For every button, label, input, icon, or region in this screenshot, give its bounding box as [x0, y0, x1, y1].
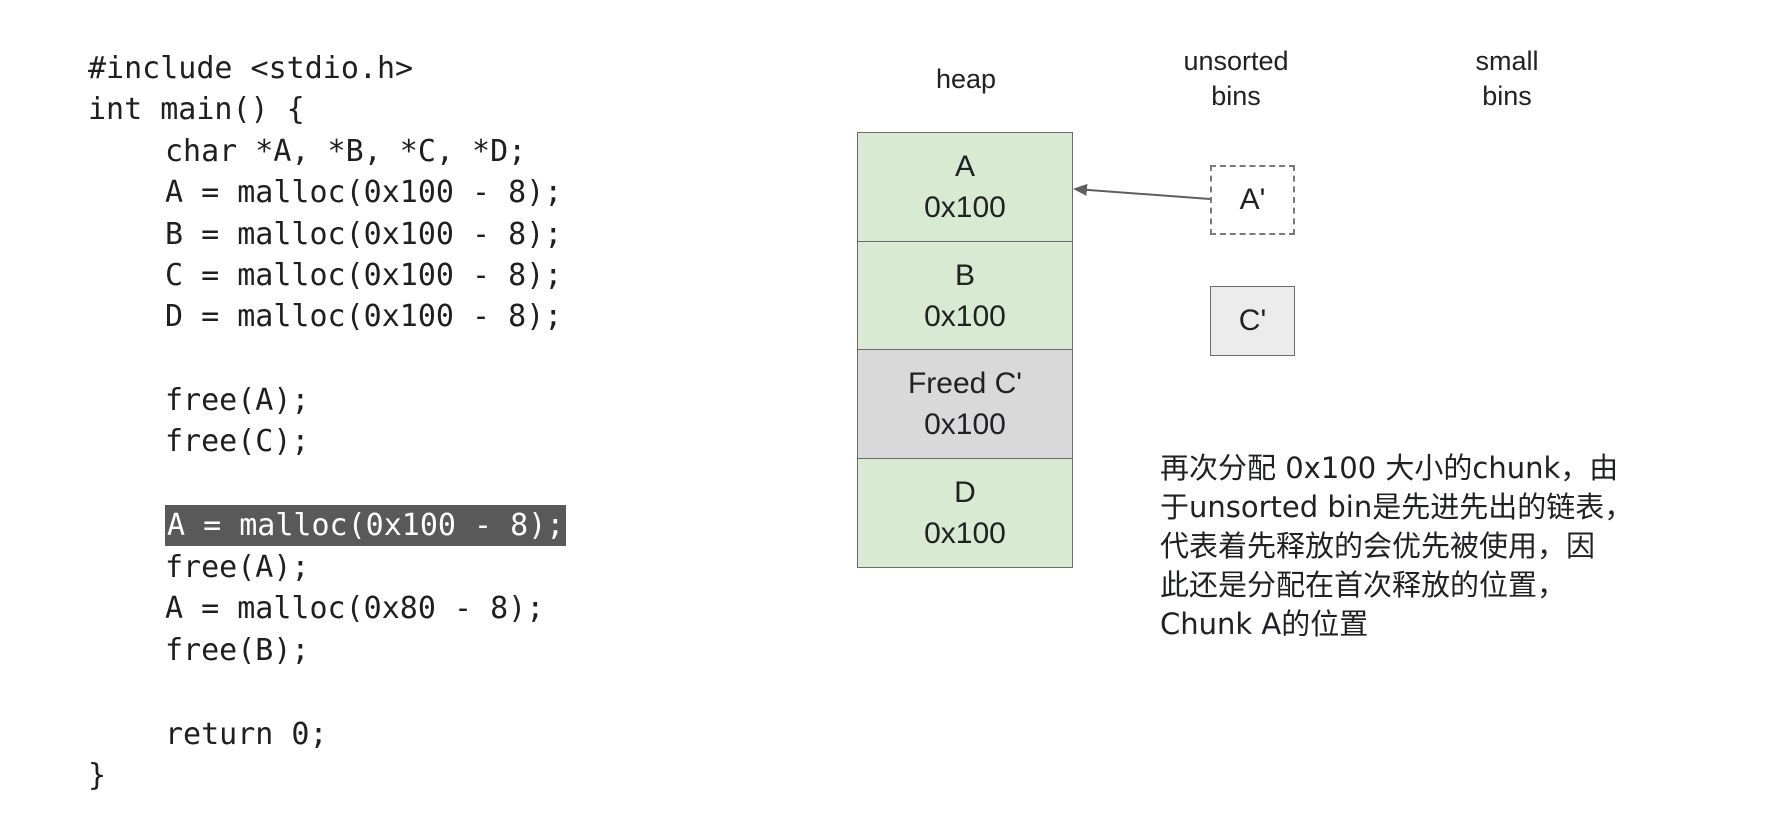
- code-line: return 0;: [165, 717, 328, 752]
- heap-header: heap: [906, 62, 1026, 97]
- chunk-name: D: [954, 475, 976, 509]
- code-line: A = malloc(0x80 - 8);: [165, 591, 545, 626]
- heap-stack: A 0x100 B 0x100 Freed C' 0x100 D 0x100: [857, 132, 1073, 568]
- code-line: free(C);: [165, 424, 310, 459]
- code-line: A = malloc(0x100 - 8);: [165, 175, 563, 210]
- note-line: 再次分配 0x100 大小的chunk，由: [1160, 451, 1619, 485]
- chunk-name: Freed C': [907, 367, 1023, 400]
- note-line: Chunk A的位置: [1160, 607, 1369, 641]
- unsorted-header-line-1: unsorted: [1183, 46, 1289, 76]
- heap-chunk-freed-c: Freed C' 0x100: [857, 349, 1073, 459]
- unsorted-bins-header: unsorted bins: [1156, 44, 1316, 114]
- code-line: D = malloc(0x100 - 8);: [165, 299, 563, 334]
- small-bins-header: small bins: [1442, 44, 1572, 114]
- code-line: free(A);: [165, 550, 310, 585]
- unsorted-header-line-2: bins: [1211, 81, 1261, 111]
- chunk-size: 0x100: [924, 191, 1006, 224]
- note-line: 于unsorted bin是先进先出的链表，: [1160, 490, 1634, 524]
- chunk-name: B: [954, 258, 975, 292]
- heap-header-label: heap: [935, 64, 997, 94]
- highlighted-code-line: A = malloc(0x100 - 8);: [165, 505, 567, 546]
- chunk-size: 0x100: [924, 516, 1006, 550]
- code-line: #include <stdio.h>: [88, 51, 414, 86]
- note-line: 此还是分配在首次释放的位置，: [1160, 568, 1567, 602]
- code-line: }: [88, 758, 107, 793]
- code-line: free(B);: [165, 633, 310, 668]
- heap-chunk-b: B 0x100: [857, 240, 1073, 351]
- heap-chunk-a: A 0x100: [857, 132, 1073, 242]
- unsorted-bin-entry-c: C': [1210, 286, 1295, 356]
- chunk-size: 0x100: [924, 408, 1006, 441]
- note-line: 代表着先释放的会优先被使用，因: [1160, 529, 1596, 563]
- explanation-note: 再次分配 0x100 大小的chunk，由 于unsorted bin是先进先出…: [1160, 449, 1690, 644]
- code-line: C = malloc(0x100 - 8);: [165, 258, 563, 293]
- heap-chunk-d: D 0x100: [857, 457, 1073, 568]
- unsorted-bin-entry-a: A': [1210, 165, 1295, 235]
- code-line: free(A);: [165, 383, 310, 418]
- code-line: B = malloc(0x100 - 8);: [165, 217, 563, 252]
- chunk-name: A: [954, 150, 975, 183]
- small-header-line-2: bins: [1482, 81, 1532, 111]
- small-header-line-1: small: [1475, 46, 1539, 76]
- code-line: char *A, *B, *C, *D;: [165, 134, 527, 169]
- chunk-size: 0x100: [924, 299, 1006, 333]
- arrow-line: [1073, 183, 1211, 200]
- code-line: int main() {: [88, 92, 305, 127]
